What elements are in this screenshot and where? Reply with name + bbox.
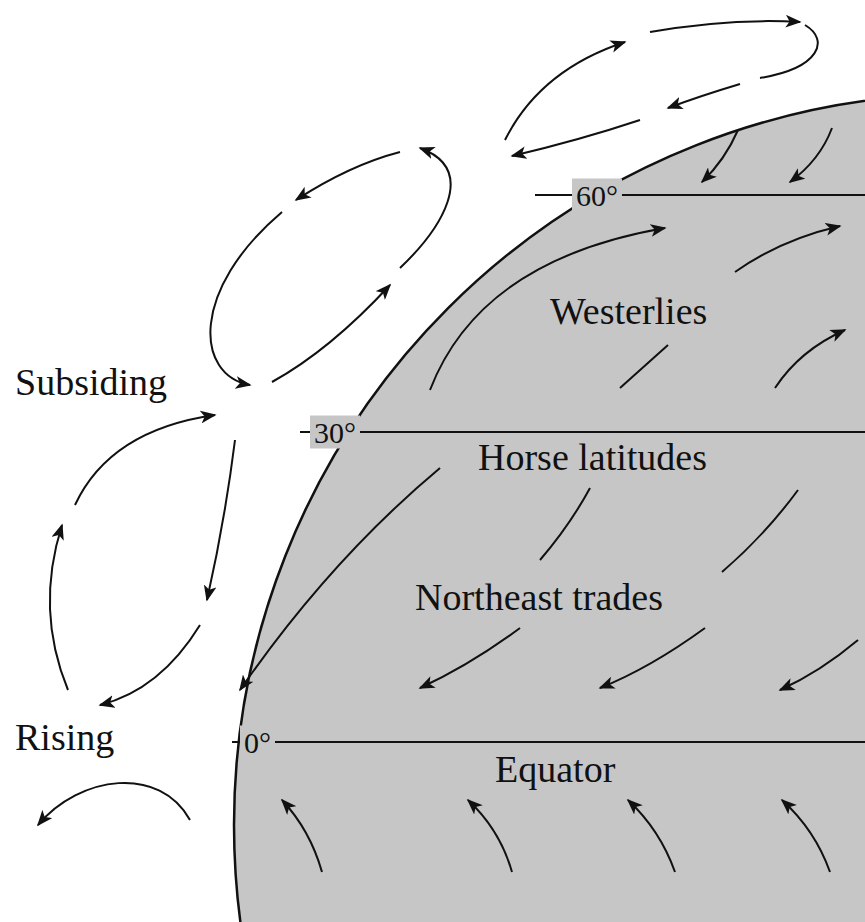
latitude-line [300, 431, 865, 433]
ferrel-cell-arrow [400, 148, 451, 268]
hadley-cell-arrow [75, 415, 215, 505]
wind-arrow [468, 800, 512, 872]
surface-winds [240, 128, 858, 872]
ferrel-cell-arrow [210, 212, 282, 385]
circulation-cells [38, 21, 818, 825]
rising-branch-arrow [38, 783, 190, 825]
earth-surface [234, 94, 865, 922]
polar-cell-arrow [505, 42, 625, 140]
latitude-lines [232, 195, 865, 742]
latitude-label: 30° [310, 416, 360, 449]
wind-arrow [782, 800, 830, 872]
ferrel-cell-arrow [272, 285, 390, 382]
ferrel-cell-arrow [296, 152, 400, 200]
polar-cell-arrow [650, 21, 800, 32]
wind-arrow [620, 345, 668, 388]
wind-arrow [420, 628, 520, 688]
parallel-label: Equator [495, 749, 615, 791]
hadley-cell-arrow [207, 440, 235, 600]
air-motion-label: Rising [15, 717, 114, 759]
air-motion-label: Subsiding [15, 362, 167, 404]
hadley-cell-arrow [50, 525, 68, 690]
latitude-label: 0° [240, 726, 275, 759]
latitude-line [232, 741, 865, 743]
wind-arrow [775, 330, 845, 388]
wind-arrow [628, 800, 675, 872]
wind-arrow [735, 226, 840, 272]
wind-belt-label: Westerlies [550, 291, 707, 333]
hadley-cell-arrow [100, 625, 200, 705]
polar-cell-arrow [668, 84, 740, 108]
wind-arrow [702, 130, 738, 182]
wind-arrow [790, 128, 832, 182]
polar-cell-arrow [760, 25, 818, 78]
wind-arrow [722, 490, 798, 572]
wind-belt-label: Northeast trades [415, 577, 663, 619]
wind-arrow [540, 488, 590, 560]
wind-belt-label: Horse latitudes [478, 437, 707, 479]
wind-arrow [780, 640, 858, 690]
polar-cell-arrow [512, 120, 640, 156]
wind-arrow [600, 628, 705, 688]
wind-arrow [240, 468, 440, 690]
latitude-label: 60° [572, 179, 622, 212]
wind-arrow [282, 800, 322, 872]
